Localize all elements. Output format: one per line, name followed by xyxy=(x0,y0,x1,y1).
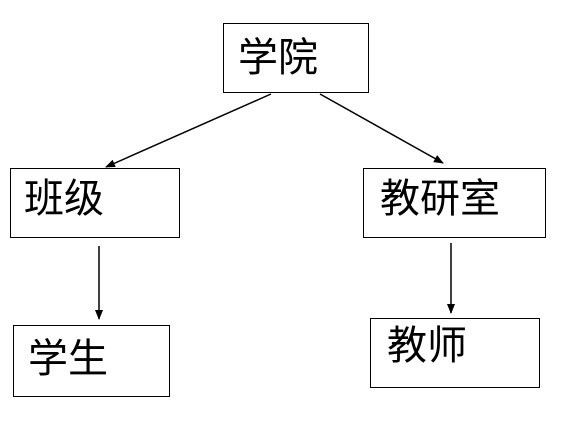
node-class-label: 班级 xyxy=(24,176,104,222)
edge-college-to-dept xyxy=(319,93,444,164)
node-teacher: 教师 xyxy=(370,318,540,388)
node-teaching-research-office-label: 教研室 xyxy=(380,176,500,222)
node-student-label: 学生 xyxy=(28,336,108,382)
node-teacher-label: 教师 xyxy=(387,323,467,369)
node-college: 学院 xyxy=(223,23,369,93)
node-class: 班级 xyxy=(10,168,180,238)
node-student: 学生 xyxy=(13,325,170,397)
node-teaching-research-office: 教研室 xyxy=(363,168,546,238)
edge-college-to-class xyxy=(105,93,272,168)
node-college-label: 学院 xyxy=(238,35,318,81)
